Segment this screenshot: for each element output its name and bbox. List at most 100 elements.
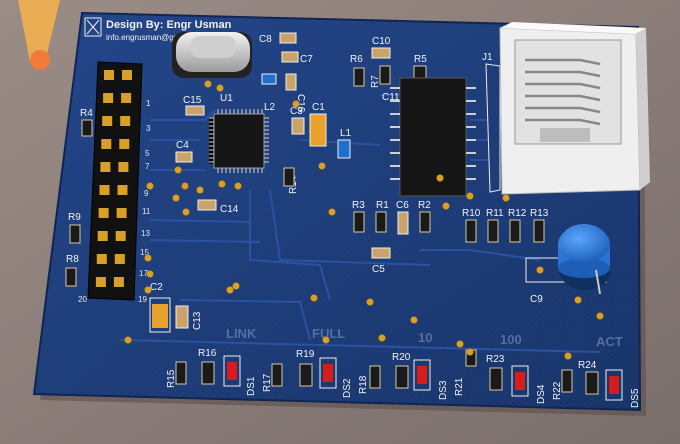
via-pads (124, 80, 604, 360)
svg-text:19: 19 (138, 295, 147, 304)
header-pin (97, 231, 108, 241)
svg-text:C6: C6 (396, 200, 409, 211)
led-ds4: DS4 (511, 365, 547, 404)
svg-text:R12: R12 (508, 208, 527, 219)
resistor-r22: R22 (552, 369, 573, 400)
via (456, 340, 464, 348)
capacitor-c3: C3 (290, 106, 305, 135)
capacitor-c7: C7 (281, 51, 313, 65)
via (442, 202, 450, 210)
header-pin (114, 254, 125, 264)
svg-text:9: 9 (144, 189, 149, 198)
resistor-r11: R11 (486, 208, 504, 243)
header-pin (116, 208, 127, 218)
via (310, 294, 318, 302)
resistor-r12: R12 (508, 208, 527, 243)
svg-text:R19: R19 (296, 349, 315, 360)
capacitor-c1: C1 (309, 102, 327, 147)
via (292, 100, 300, 108)
capacitor-c14: C14 (197, 199, 239, 215)
designer-credit: Design By: Engr Usman info.engrusman@gma… (84, 17, 232, 42)
svg-text:C15: C15 (183, 95, 202, 106)
header-pin (102, 116, 113, 126)
header-pin (119, 139, 130, 149)
svg-text:R18: R18 (358, 375, 369, 394)
svg-text:R5: R5 (414, 54, 427, 65)
via (536, 266, 544, 274)
resistor-r9: R9 (68, 212, 81, 244)
svg-text:R10: R10 (462, 208, 481, 219)
via (196, 186, 204, 194)
svg-text:20: 20 (78, 295, 87, 304)
rj45-connector-j1: J1 (482, 22, 650, 195)
via (466, 348, 474, 356)
via (226, 286, 234, 294)
resistor-r16: R16 (198, 348, 217, 385)
resistor-r2: R2 (418, 200, 431, 233)
header-pin (96, 254, 107, 264)
capacitor-c8: C8 (259, 32, 297, 45)
svg-text:5: 5 (145, 149, 150, 158)
svg-text:17: 17 (139, 269, 148, 278)
via (124, 336, 132, 344)
svg-text:15: 15 (140, 248, 149, 257)
svg-text:1: 1 (146, 99, 151, 108)
resistor-r1: R1 (375, 200, 389, 233)
svg-text:R6: R6 (350, 54, 363, 65)
header-pin (121, 93, 132, 103)
capacitor-c11: C11 (382, 92, 400, 103)
resistor-r10: R10 (462, 208, 481, 243)
via (410, 316, 418, 324)
led-ds2: DS2 (319, 357, 353, 398)
via (182, 208, 190, 216)
svg-text:R8: R8 (66, 254, 79, 265)
svg-text:DS4: DS4 (536, 384, 547, 404)
inductor-l2: L2 (261, 73, 277, 113)
svg-text:R23: R23 (486, 354, 505, 365)
resistor-r3: R3 (352, 200, 365, 233)
svg-text:L2: L2 (264, 102, 276, 113)
resistor-r17: R17 (262, 363, 283, 392)
led-ds5: DS5 (605, 369, 641, 408)
svg-text:DS1: DS1 (246, 376, 257, 396)
via (318, 162, 326, 170)
pin-header-20 (87, 61, 143, 301)
svg-text:DS2: DS2 (342, 378, 353, 398)
via (322, 336, 330, 344)
header-pin (104, 70, 114, 80)
svg-text:R24: R24 (578, 360, 597, 371)
svg-text:7: 7 (145, 162, 150, 171)
svg-text:C3: C3 (290, 106, 303, 117)
via (502, 194, 510, 202)
svg-text:C8: C8 (259, 34, 272, 45)
svg-text:LINK: LINK (226, 326, 257, 341)
chip-u1: U1 (209, 93, 269, 173)
resistor-r19: R19 (296, 349, 315, 387)
header-pin (95, 277, 106, 287)
svg-text:R21: R21 (454, 377, 465, 396)
via (146, 182, 154, 190)
svg-text:C1: C1 (312, 102, 325, 113)
svg-text:J1: J1 (482, 52, 493, 63)
svg-text:C9: C9 (530, 294, 543, 305)
capacitor-c16: C16 (285, 73, 306, 113)
svg-text:10: 10 (418, 330, 432, 345)
svg-text:ACT: ACT (596, 334, 623, 349)
svg-text:U1: U1 (220, 93, 233, 104)
via (466, 192, 474, 200)
header-pin (99, 185, 110, 195)
svg-text:R4: R4 (80, 108, 93, 119)
svg-text:R7: R7 (370, 75, 381, 88)
via (204, 80, 212, 88)
svg-text:FULL: FULL (312, 326, 345, 341)
via (378, 334, 386, 342)
header-pin (98, 208, 109, 218)
via (216, 84, 224, 92)
svg-text:C5: C5 (372, 264, 385, 275)
svg-text:C7: C7 (300, 54, 313, 65)
svg-text:DS5: DS5 (630, 388, 641, 408)
via (328, 208, 336, 216)
svg-text:C16: C16 (295, 94, 306, 113)
resistor-r14: R14 (283, 167, 299, 194)
crystal-oscillator (172, 32, 252, 78)
